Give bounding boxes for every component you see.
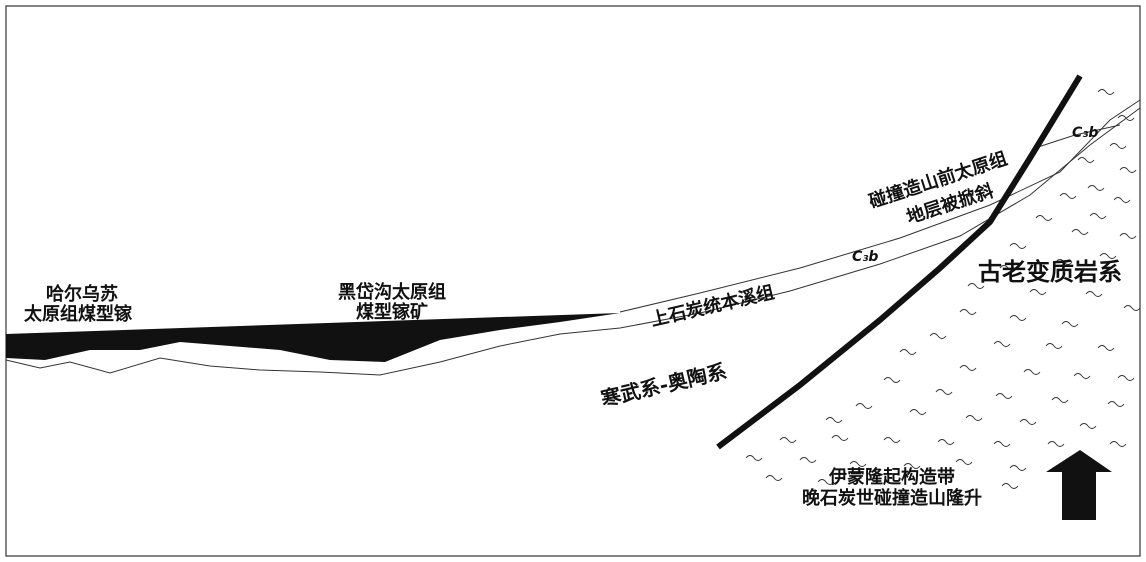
label-yimeng-line1: 伊蒙隆起构造带 <box>828 466 955 488</box>
wave-mark <box>1019 419 1037 425</box>
metamorphic-wave-pattern <box>745 89 1141 489</box>
wave-mark <box>959 365 977 371</box>
wave-mark <box>1097 89 1115 95</box>
wave-mark <box>959 309 977 315</box>
wave-mark <box>1029 289 1047 295</box>
wave-mark <box>825 417 843 423</box>
wave-mark <box>1059 193 1077 199</box>
label-hargus-line1: 哈尔乌苏 <box>46 283 118 305</box>
wave-mark <box>1055 259 1073 265</box>
wave-mark <box>1119 167 1137 173</box>
wave-mark <box>1119 233 1137 239</box>
wave-mark <box>1079 423 1097 429</box>
wave-mark <box>1073 373 1091 379</box>
wave-mark <box>935 389 953 395</box>
wave-mark <box>817 479 835 485</box>
label-hargus-line2: 太原组煤型镓 <box>24 303 133 325</box>
label-cambrian-ordovician: 寒武系-奥陶系 <box>599 359 729 411</box>
wave-mark <box>899 349 917 355</box>
wave-mark <box>1113 197 1131 203</box>
wave-mark <box>1077 157 1095 163</box>
label-yimeng-line2: 晚石炭世碰撞造山隆升 <box>802 487 982 509</box>
label-metamorphic-series: 古老变质岩系 <box>978 258 1122 286</box>
wave-mark <box>1117 375 1135 381</box>
wave-mark <box>831 435 849 441</box>
wave-mark <box>1023 369 1041 375</box>
strata-base-boundary <box>5 107 1141 376</box>
coal-seam <box>6 313 620 362</box>
wave-mark <box>799 457 817 463</box>
fault-line <box>716 74 1083 450</box>
wave-mark <box>1085 291 1103 297</box>
wave-mark <box>745 455 763 461</box>
label-heidai-line1: 黑岱沟太原组 <box>338 281 446 303</box>
wave-mark <box>1035 215 1053 221</box>
wave-mark <box>765 475 783 481</box>
wave-mark <box>909 409 927 415</box>
wave-mark <box>1109 143 1127 149</box>
wave-mark <box>1009 315 1027 321</box>
wave-mark <box>1045 343 1063 349</box>
wave-mark <box>1099 253 1117 259</box>
wave-mark <box>1009 465 1027 471</box>
label-c3b-lower: C₃b <box>852 249 878 265</box>
wave-mark <box>1071 229 1089 235</box>
wave-mark <box>1097 345 1115 351</box>
wave-mark <box>993 341 1011 347</box>
wave-mark <box>999 265 1017 271</box>
wave-mark <box>1051 397 1069 403</box>
wave-mark <box>1117 115 1135 121</box>
label-benxi-formation: 上石炭统本溪组 <box>649 281 777 331</box>
label-heidai-line2: 煤型镓矿 <box>356 301 428 323</box>
wave-mark <box>855 403 873 409</box>
wave-mark <box>883 437 901 443</box>
wave-mark <box>955 459 973 465</box>
wave-mark <box>1061 321 1079 327</box>
frame-border <box>5 5 1141 557</box>
wave-mark <box>937 439 955 445</box>
wave-mark <box>779 437 797 443</box>
wave-mark <box>849 461 867 467</box>
wave-mark <box>1089 213 1107 219</box>
wave-mark <box>1109 441 1127 447</box>
wave-mark <box>993 441 1011 447</box>
wave-mark <box>929 333 947 339</box>
wave-mark <box>1047 441 1065 447</box>
wave-mark <box>1107 401 1125 407</box>
wave-mark <box>965 415 983 421</box>
wave-mark <box>1001 483 1019 489</box>
c3b-wedge <box>1034 124 1121 149</box>
wave-mark <box>1009 243 1027 249</box>
uplift-arrow-icon <box>1046 450 1112 520</box>
wave-mark <box>883 377 901 383</box>
wave-mark <box>903 463 921 469</box>
wave-mark <box>967 283 985 289</box>
wave-mark <box>1123 305 1141 311</box>
wave-mark <box>1087 185 1105 191</box>
label-c3b-upper: C₃b <box>1072 125 1098 141</box>
wave-mark <box>995 393 1013 399</box>
